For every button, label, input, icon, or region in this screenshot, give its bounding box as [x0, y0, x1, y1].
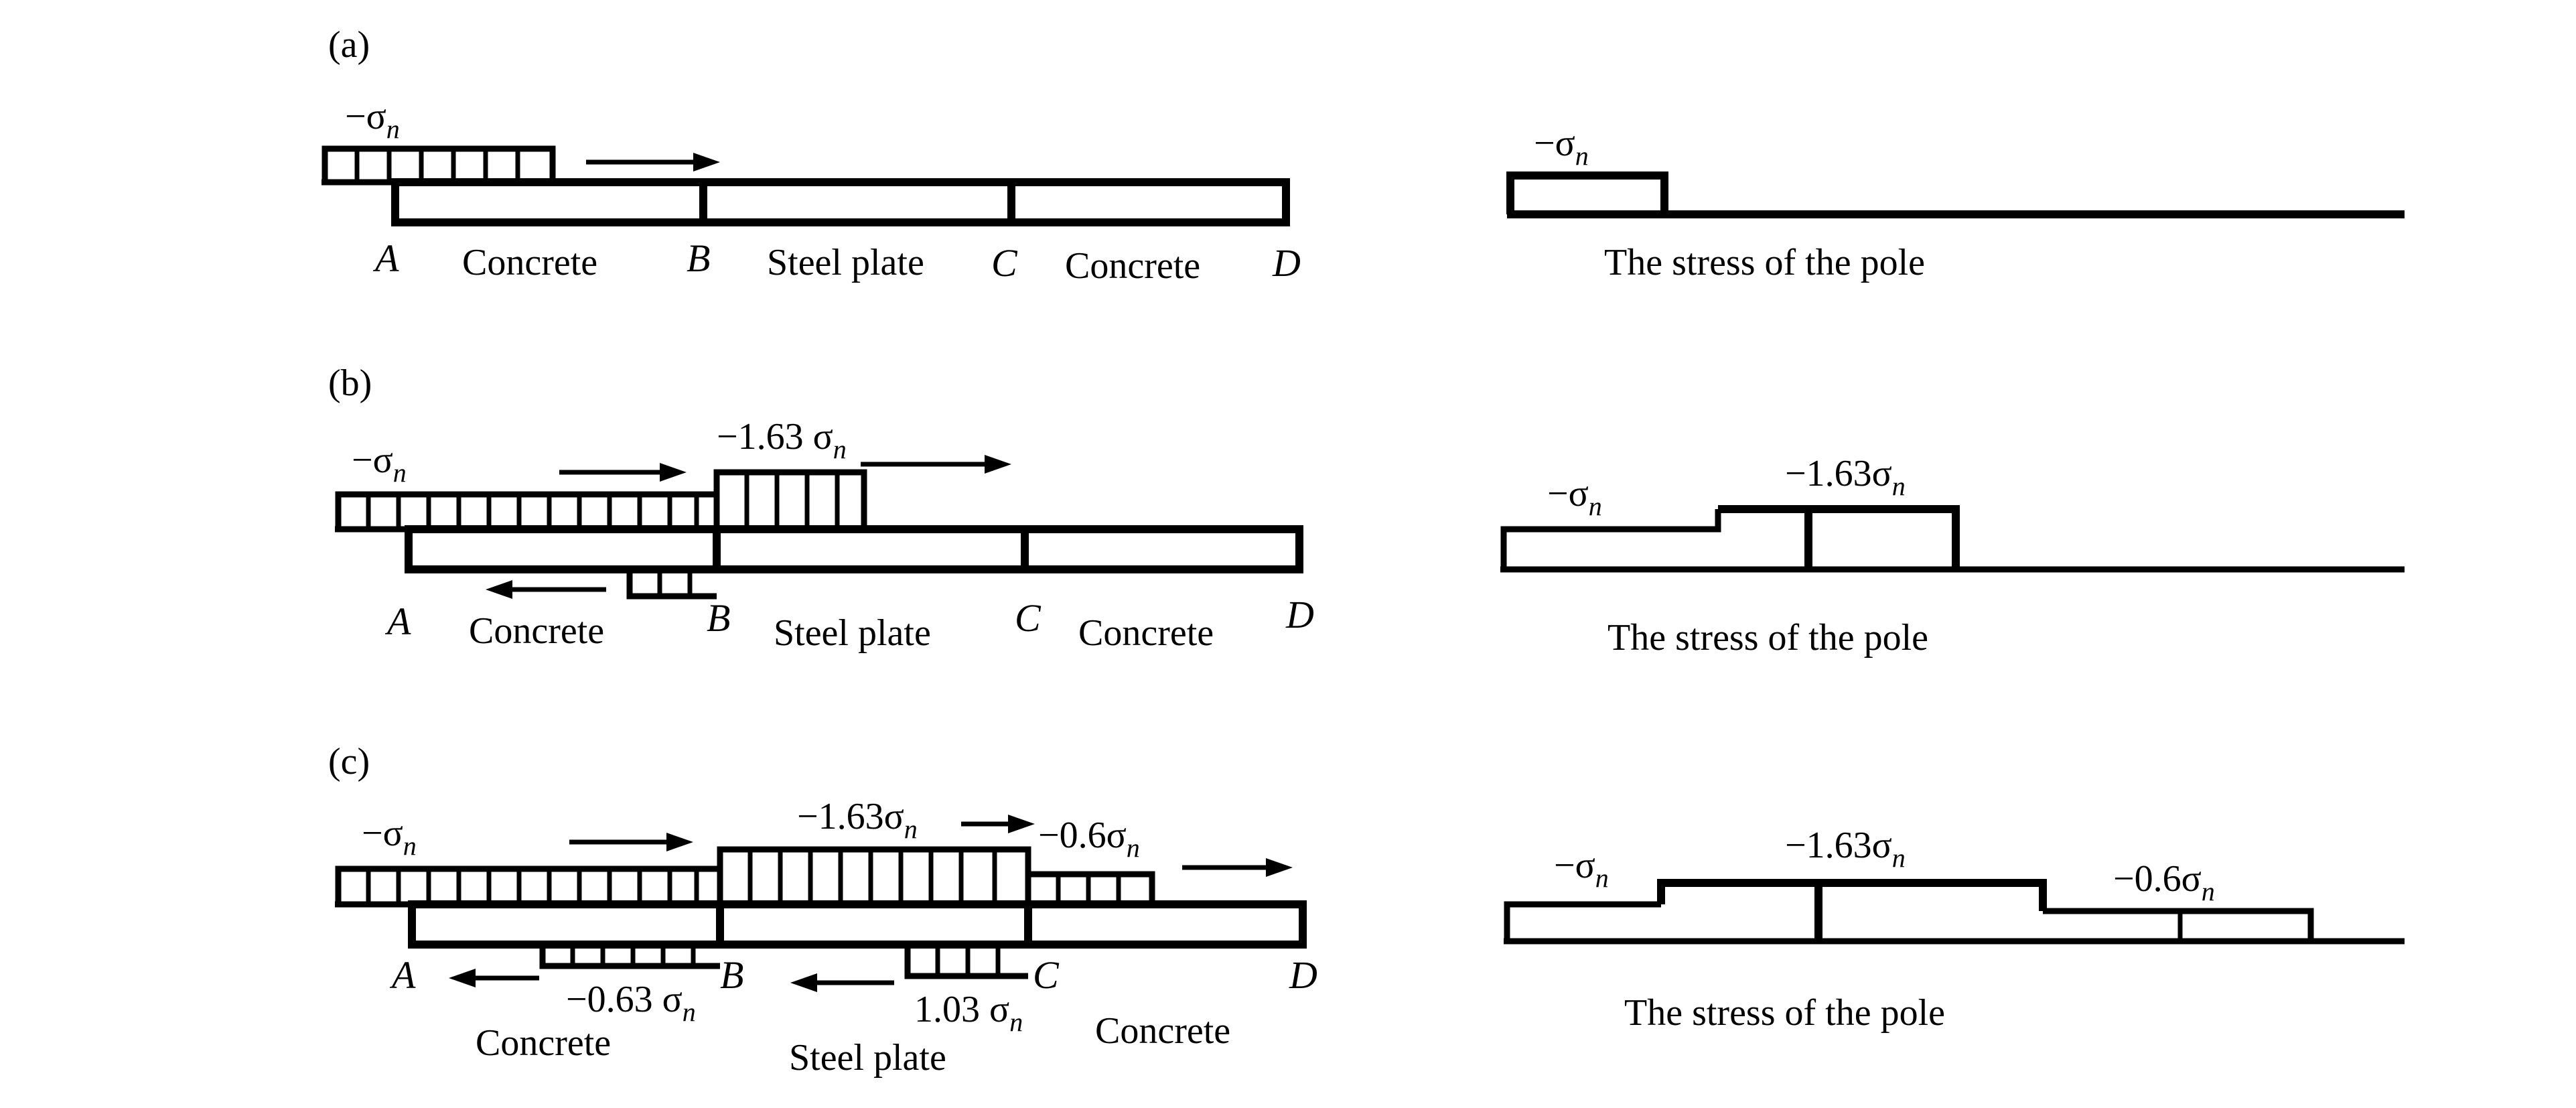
stress-plot-a: [1506, 171, 2405, 218]
bar-c: [335, 900, 1307, 949]
point-c-B: B: [720, 953, 743, 997]
segment-a-3: Concrete: [1065, 245, 1200, 287]
stress-label-c-3: −0.6σn: [2113, 858, 2215, 906]
wave-label-b-incident: −σn: [352, 439, 407, 488]
segment-c-1: Concrete: [476, 1022, 611, 1064]
arrow-right-c-1: [569, 833, 693, 851]
incident-wave-b: [335, 491, 717, 529]
incident-wave-c: [335, 865, 720, 904]
arrow-right-b-2: [861, 455, 1011, 474]
panel-label-c: (c): [328, 741, 370, 782]
stress-plot-c: [1504, 879, 2405, 945]
wave-label-b-transmitted: −1.63 σn: [717, 416, 847, 464]
point-c-C: C: [1033, 953, 1060, 997]
stress-caption-b: The stress of the pole: [1607, 617, 1928, 659]
wave-label-c-incident: −σn: [362, 813, 417, 861]
stress-caption-c: The stress of the pole: [1624, 992, 1945, 1034]
point-b-A: A: [384, 600, 411, 643]
panel-c: (c) −σn: [328, 741, 2405, 1079]
panel-label-a: (a): [328, 24, 370, 66]
arrow-right-b-1: [559, 463, 687, 482]
bar-b: [335, 525, 1303, 573]
segment-b-2: Steel plate: [774, 612, 931, 654]
point-c-D: D: [1289, 953, 1317, 997]
stress-plot-b: [1500, 505, 2405, 573]
incident-wave-a: [321, 145, 556, 181]
stress-label-b-1: −σn: [1547, 473, 1602, 521]
segment-a-2: Steel plate: [767, 242, 924, 283]
arrow-right-c-2: [961, 815, 1035, 833]
panel-a: (a) −σn A B C D Concrete: [321, 24, 2405, 287]
point-a-D: D: [1272, 241, 1301, 285]
transmitted-wave-b: [713, 469, 867, 529]
arrow-right-a: [586, 153, 720, 171]
point-a-C: C: [991, 241, 1018, 285]
arrow-left-b: [486, 580, 606, 599]
point-a-B: B: [687, 236, 710, 280]
arrow-left-c-2: [790, 973, 894, 992]
steel-wave-c: [717, 846, 1031, 904]
segment-a-1: Concrete: [462, 242, 597, 283]
arrow-left-c-1: [449, 969, 539, 987]
wave-label-c-transmitted: −0.6σn: [1038, 815, 1140, 863]
stress-label-c-1: −σn: [1554, 845, 1609, 893]
wave-label-c-steel: −1.63σn: [797, 796, 918, 844]
segment-b-3: Concrete: [1078, 612, 1214, 654]
wave-label-a-incident: −σn: [345, 96, 400, 144]
panel-b: (b) −σn: [328, 362, 2405, 659]
point-b-D: D: [1285, 593, 1314, 636]
segment-c-2: Steel plate: [789, 1037, 946, 1079]
reflected-wave-c-2: [904, 945, 1028, 979]
wave-label-c-reflected-1: −0.63 σn: [566, 979, 696, 1027]
point-b-C: C: [1015, 596, 1042, 640]
bar-a: [321, 178, 1290, 226]
stress-label-b-2: −1.63σn: [1785, 453, 1906, 501]
point-a-A: A: [372, 236, 399, 280]
reflected-wave-b: [626, 569, 717, 600]
point-b-B: B: [707, 596, 730, 640]
stress-label-a-1: −σn: [1534, 123, 1589, 171]
arrow-right-c-3: [1182, 858, 1293, 877]
segment-b-1: Concrete: [469, 610, 604, 652]
wave-label-c-reflected-2: 1.03 σn: [914, 989, 1023, 1037]
stress-label-c-2: −1.63σn: [1785, 825, 1906, 873]
segment-c-3: Concrete: [1095, 1010, 1230, 1052]
reflected-wave-c-1: [539, 945, 720, 969]
point-c-A: A: [389, 953, 416, 997]
stress-caption-a: The stress of the pole: [1604, 242, 1925, 283]
panel-label-b: (b): [328, 362, 372, 404]
transmitted-wave-c: [1028, 871, 1155, 904]
